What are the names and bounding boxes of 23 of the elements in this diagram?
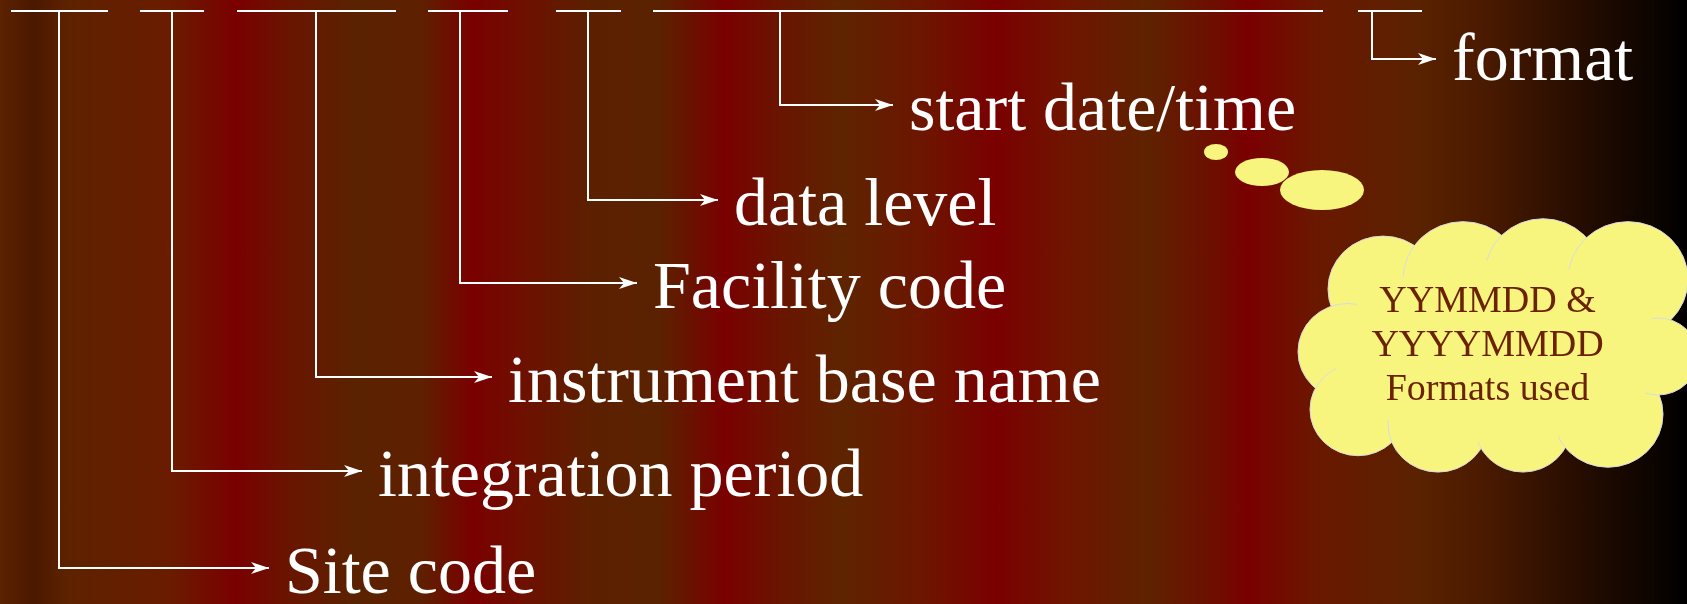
cloud-text: YYMMDD & YYYYMMDD [1370, 277, 1605, 365]
cloud-text: Formats used [1384, 365, 1591, 409]
underline-segment [556, 10, 621, 12]
field-label: Site code [269, 532, 537, 604]
leader-arrow [587, 11, 719, 206]
field-label: format [1436, 19, 1634, 95]
leader-arrow [459, 11, 638, 289]
field-label: data level [718, 164, 997, 240]
underline-segment [1358, 10, 1422, 12]
underline-segment [11, 10, 108, 12]
underline-segment [237, 10, 396, 12]
field-label: start date/time [893, 69, 1297, 145]
leader-arrow [1371, 11, 1437, 65]
underline-segment [140, 10, 204, 12]
field-label: instrument base name [492, 341, 1101, 417]
underline-segment [428, 10, 508, 12]
leader-arrow [58, 11, 270, 574]
leader-arrow [171, 11, 363, 477]
field-label: integration period [362, 435, 864, 511]
leader-arrow [779, 11, 894, 111]
underline-segment [653, 10, 1323, 12]
leader-arrow [315, 11, 493, 383]
field-label: Facility code [637, 247, 1007, 323]
